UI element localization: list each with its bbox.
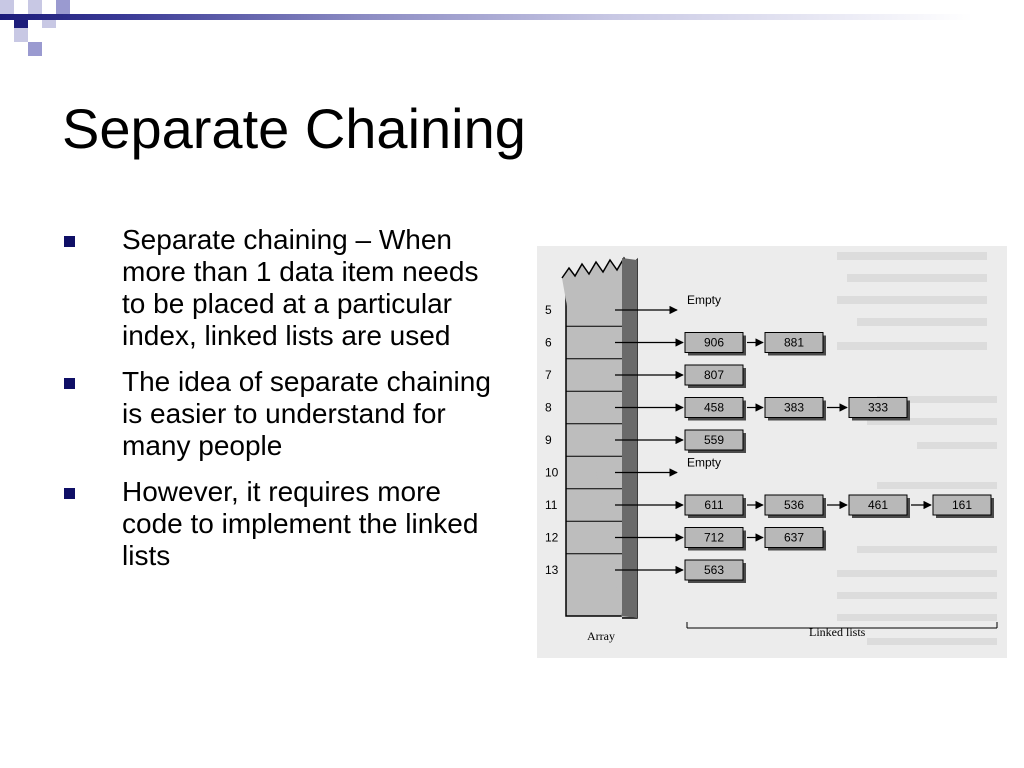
linked-list-node	[684, 429, 744, 451]
bullet-text: However, it requires more code to implem…	[122, 476, 479, 571]
array-index-label: 9	[545, 433, 552, 447]
bullet-square-icon	[64, 488, 75, 499]
bullet-list: Separate chaining – When more than 1 dat…	[62, 224, 502, 586]
slide-title: Separate Chaining	[62, 97, 526, 160]
linked-list-node	[684, 332, 744, 353]
node-value: 461	[868, 498, 888, 512]
node-value: 611	[704, 498, 723, 512]
node-value: 563	[704, 563, 724, 577]
bullet-text: The idea of separate chaining is easier …	[122, 366, 491, 461]
linked-lists-caption: Linked lists	[809, 625, 866, 639]
bullet-item: The idea of separate chaining is easier …	[62, 366, 502, 462]
node-value: 712	[704, 531, 724, 545]
linked-list-node	[764, 527, 824, 548]
bullet-square-icon	[64, 378, 75, 389]
array-index-label: 6	[545, 336, 552, 350]
node-value: 383	[784, 401, 804, 415]
node-value: 161	[952, 498, 972, 512]
linked-list-node	[764, 332, 824, 353]
node-value: 807	[704, 368, 724, 382]
array-index-label: 7	[545, 368, 552, 382]
title-bar-stripe	[0, 14, 1024, 20]
linked-list-node	[848, 494, 908, 516]
node-value: 559	[704, 433, 724, 447]
array-index-label: 11	[545, 498, 558, 512]
array-index-label: 10	[545, 466, 559, 480]
node-value: 637	[784, 531, 804, 545]
linked-list-node	[684, 494, 744, 516]
empty-label: Empty	[687, 456, 721, 470]
linked-list-node	[764, 397, 824, 418]
bullet-item: However, it requires more code to implem…	[62, 476, 502, 572]
empty-label: Empty	[687, 293, 721, 307]
array-index-label: 5	[545, 303, 552, 317]
array-index-label: 13	[545, 563, 559, 577]
linked-list-node	[684, 364, 744, 386]
array-index-label: 12	[545, 531, 559, 545]
bullet-text: Separate chaining – When more than 1 dat…	[122, 224, 479, 351]
array-caption: Array	[587, 629, 615, 643]
linked-list-node	[764, 494, 824, 516]
linked-list-node	[684, 527, 744, 548]
linked-list-node	[684, 397, 744, 418]
linked-list-node	[932, 494, 992, 516]
array-index-label: 8	[545, 401, 552, 415]
node-value: 333	[868, 401, 888, 415]
node-value: 536	[784, 498, 804, 512]
linked-list-node	[848, 397, 908, 418]
node-value: 881	[784, 336, 804, 350]
bullet-item: Separate chaining – When more than 1 dat…	[62, 224, 502, 352]
bullet-square-icon	[64, 236, 75, 247]
node-value: 906	[704, 336, 724, 350]
array-column	[561, 256, 638, 619]
node-value: 458	[704, 401, 724, 415]
background-texture	[837, 252, 997, 645]
linked-list-node	[684, 559, 744, 581]
